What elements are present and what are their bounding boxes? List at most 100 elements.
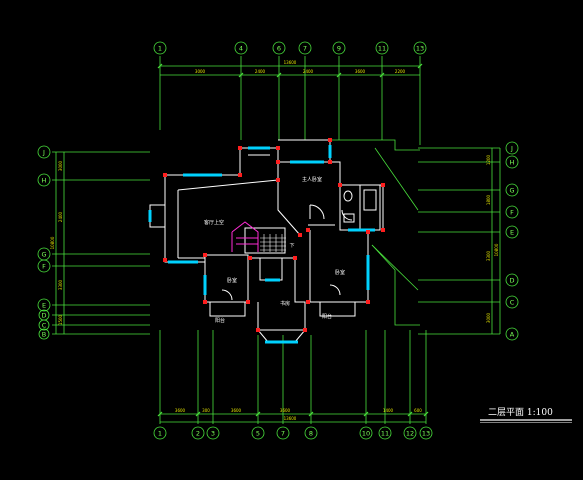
- axis-bubble: 8: [304, 426, 318, 440]
- stair: [231, 221, 286, 252]
- svg-text:1: 1: [158, 45, 162, 53]
- roof-lines: [329, 139, 420, 326]
- room-bedroom-left: 卧室: [227, 277, 237, 284]
- svg-text:3300: 3300: [486, 250, 491, 261]
- axis-bubble: J: [505, 141, 519, 155]
- svg-text:C: C: [510, 299, 515, 307]
- room-balcony-right: 阳台: [322, 313, 332, 320]
- top-dimensions: 13600 3000 2400 2400 3600 2200: [195, 60, 406, 74]
- axis-bubbles-bottom: 1 2 3 5 7 8 10 11 12 13: [153, 426, 433, 440]
- svg-text:H: H: [510, 159, 515, 167]
- svg-text:A: A: [510, 331, 515, 339]
- svg-text:D: D: [509, 277, 514, 285]
- axis-bubble: D: [38, 309, 50, 321]
- axis-bubble: 1: [153, 41, 167, 55]
- svg-text:3: 3: [211, 430, 215, 438]
- svg-text:2400: 2400: [58, 211, 63, 222]
- svg-text:10: 10: [362, 430, 370, 438]
- svg-text:2200: 2200: [395, 69, 406, 74]
- svg-text:5: 5: [256, 430, 260, 438]
- bottom-dimensions: 13600 3600 300 3600 3600 1400 600: [175, 408, 422, 421]
- axis-bubble: B: [38, 328, 50, 340]
- svg-text:300: 300: [202, 408, 210, 413]
- svg-text:F: F: [510, 209, 514, 217]
- axis-bubble: 7: [298, 41, 312, 55]
- drawing-title: 二层平面 1:100: [480, 407, 572, 423]
- left-dimensions: 10800 3000 2400 3300 1500: [50, 160, 63, 325]
- svg-text:1800: 1800: [486, 194, 491, 205]
- axis-bubble: J: [37, 145, 51, 159]
- axis-bubble: E: [37, 298, 51, 312]
- axis-bubble: 3: [206, 426, 220, 440]
- axis-bubble: 13: [419, 426, 433, 440]
- columns: [163, 138, 385, 332]
- dimension-lines: [55, 63, 501, 423]
- axis-bubble: F: [505, 205, 519, 219]
- axis-bubbles-right: J H G F E D C A: [505, 141, 519, 341]
- title-text: 二层平面 1:100: [488, 407, 553, 418]
- svg-text:8: 8: [309, 430, 313, 438]
- svg-text:13: 13: [416, 45, 424, 53]
- svg-text:7: 7: [303, 45, 307, 53]
- svg-text:3600: 3600: [280, 408, 291, 413]
- top-total-dimension: 13600: [284, 60, 297, 65]
- axis-bubble: 1: [153, 426, 167, 440]
- axis-bubble: 6: [272, 41, 286, 55]
- axis-bubble: 2: [191, 426, 205, 440]
- svg-text:3000: 3000: [195, 69, 206, 74]
- svg-text:6: 6: [277, 45, 281, 53]
- svg-text:1: 1: [158, 430, 162, 438]
- axis-bubble: 12: [403, 426, 417, 440]
- svg-text:3000: 3000: [58, 160, 63, 171]
- stair-down-label: 下: [289, 243, 294, 249]
- room-balcony-left: 阳台: [215, 317, 225, 324]
- svg-text:10800: 10800: [50, 236, 55, 249]
- windows: [148, 145, 375, 344]
- axis-bubbles-top: 1 4 6 7 9 11 13: [153, 41, 427, 55]
- axis-bubble: 11: [375, 41, 389, 55]
- svg-text:1400: 1400: [383, 408, 394, 413]
- axis-bubble: H: [37, 173, 51, 187]
- svg-text:B: B: [42, 331, 46, 339]
- svg-text:J: J: [510, 145, 513, 153]
- svg-text:13: 13: [422, 430, 430, 438]
- axis-bubble: A: [505, 327, 519, 341]
- bathroom-fixtures: [343, 189, 377, 223]
- svg-text:3600: 3600: [355, 69, 366, 74]
- svg-text:2: 2: [196, 430, 200, 438]
- axis-bubble: E: [505, 225, 519, 239]
- svg-text:600: 600: [414, 408, 422, 413]
- svg-text:4: 4: [239, 45, 243, 53]
- room-labels: 客厅上空 主人卧室 卧室 卧室 书房 阳台 阳台 下: [204, 176, 345, 324]
- axis-bubble: G: [37, 247, 51, 261]
- svg-text:1500: 1500: [58, 314, 63, 325]
- svg-text:F: F: [42, 263, 46, 271]
- svg-text:3600: 3600: [175, 408, 186, 413]
- doors: [221, 204, 353, 301]
- svg-text:1200: 1200: [486, 154, 491, 165]
- bottom-total-dimension: 13600: [284, 416, 297, 421]
- axis-bubble: 9: [332, 41, 346, 55]
- svg-text:J: J: [42, 149, 45, 157]
- right-dimensions: 10800 1200 1800 3300 3000: [486, 154, 499, 323]
- room-bedroom-right: 卧室: [335, 269, 345, 276]
- axis-bubble: D: [505, 273, 519, 287]
- axis-bubble: 5: [251, 426, 265, 440]
- axis-bubble: H: [505, 155, 519, 169]
- svg-text:3600: 3600: [231, 408, 242, 413]
- svg-text:11: 11: [381, 430, 389, 438]
- axis-bubble: 11: [378, 426, 392, 440]
- axis-bubble: 4: [234, 41, 248, 55]
- svg-text:E: E: [42, 302, 46, 310]
- svg-text:12: 12: [406, 430, 414, 438]
- svg-text:2400: 2400: [303, 69, 314, 74]
- axis-bubbles-left: J H G F E D C B: [37, 145, 51, 340]
- axis-bubble: C: [38, 319, 50, 331]
- room-study: 书房: [280, 300, 290, 307]
- axis-bubble: C: [505, 295, 519, 309]
- axis-grid-lines: [52, 56, 500, 424]
- building-walls: [149, 139, 384, 343]
- svg-text:9: 9: [337, 45, 341, 53]
- svg-text:3000: 3000: [486, 312, 491, 323]
